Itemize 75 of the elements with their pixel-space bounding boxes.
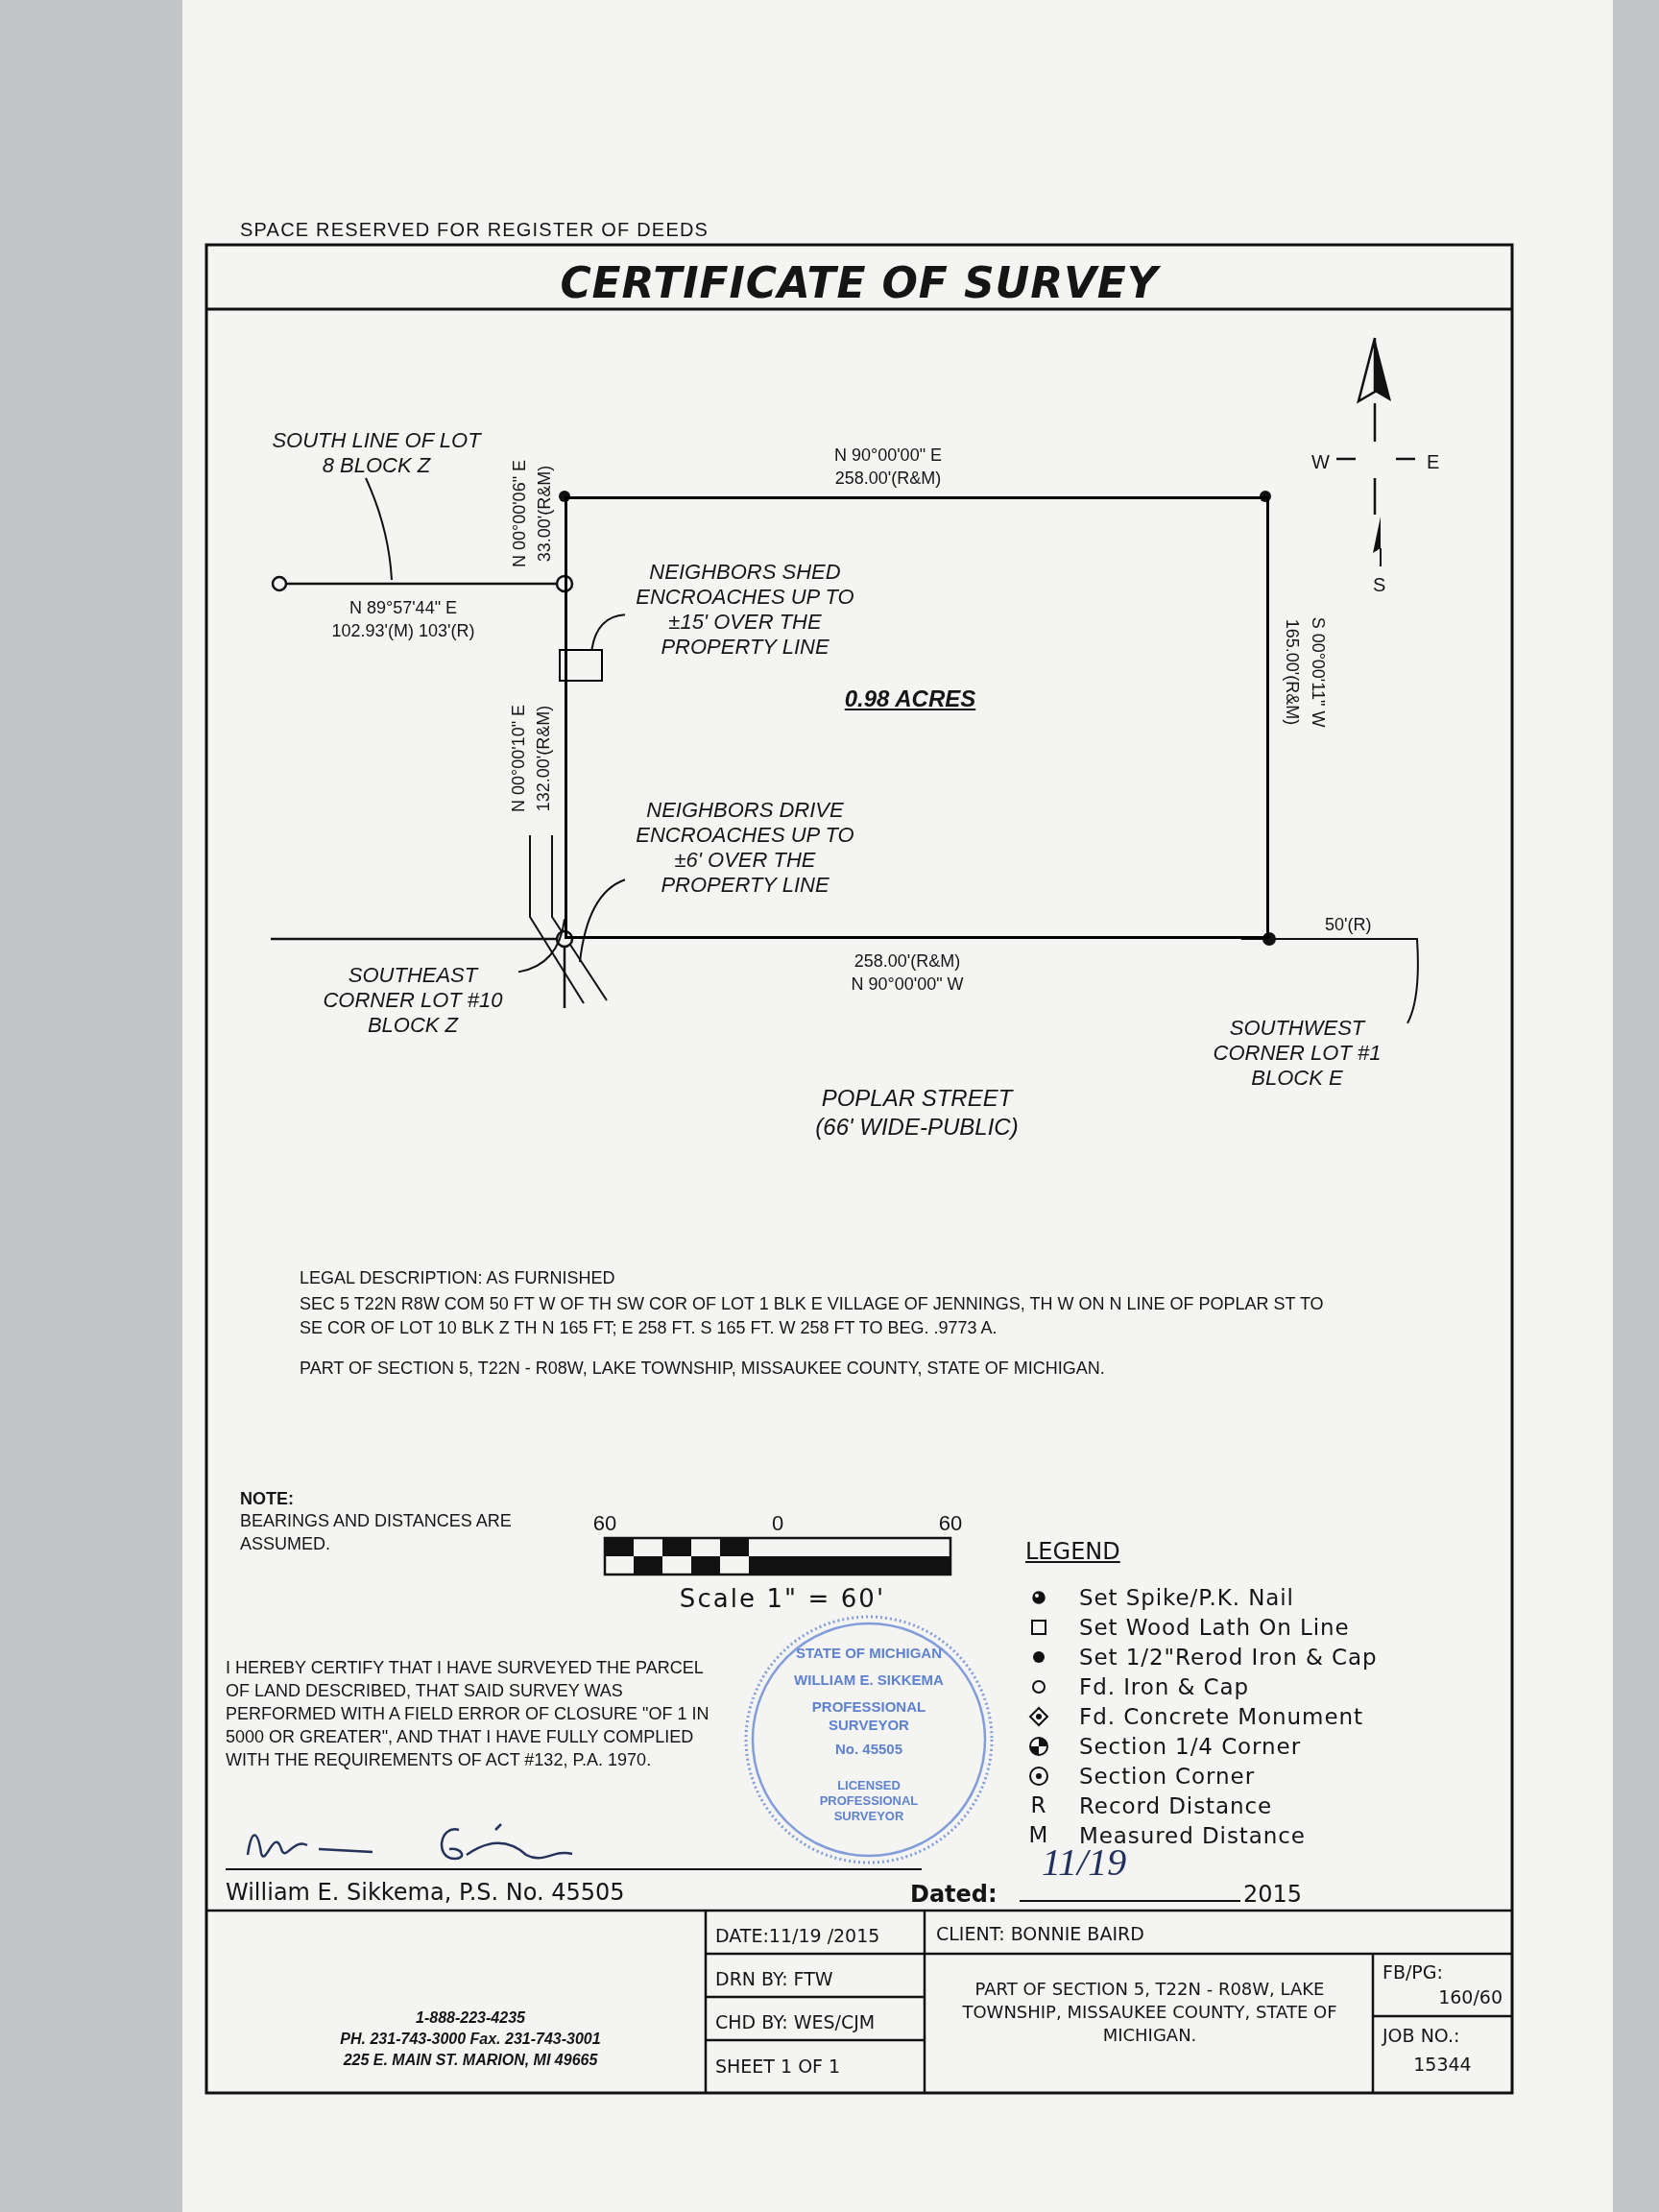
field-value: 160/60 (1437, 1985, 1503, 2009)
street-width: (66' WIDE-PUBLIC) (814, 1113, 1020, 1142)
legend-text: Section Corner (1079, 1762, 1255, 1791)
compass-letter: E (1427, 450, 1440, 474)
shed-outline (559, 649, 603, 682)
distance-label: 258.00'(R&M) (833, 468, 943, 490)
phone-number: PH. 231-743-3000 Fax. 231-743-3001 (339, 2030, 602, 2049)
scale-text: Scale 1" = 60' (678, 1583, 887, 1615)
distance-label: 33.00'(R&M) (533, 464, 555, 565)
legend-text: Fd. Iron & Cap (1079, 1672, 1250, 1701)
scale-number: 60 (937, 1510, 964, 1537)
bearing-label: S 00°00'11" W (1308, 615, 1329, 730)
scale-number: 0 (770, 1510, 785, 1537)
distance-label: 50'(R) (1325, 914, 1372, 936)
location-note: PART OF SECTION 5, T22N - R08W, LAKE TOWNSHIP, MISSAUKEE COUNTY, STATE OF MICHIGAN. (300, 1358, 1106, 1380)
bearing-label: N 90°00'00" W (850, 974, 965, 996)
leader-line (579, 878, 626, 963)
leader-line (517, 918, 565, 974)
drawn-by-field: DRN BY: FTW (715, 1965, 833, 1993)
callout-text: SOUTHEAST CORNER LOT #10 BLOCK Z (307, 963, 518, 1038)
bearing-label: N 00°00'06" E (508, 458, 529, 570)
legend-text: Record Distance (1079, 1791, 1273, 1820)
callout-text: SOUTHWEST CORNER LOT #1 BLOCK E (1187, 1016, 1407, 1091)
client-field: CLIENT: BONNIE BAIRD (936, 1920, 1144, 1948)
address-text: 225 E. MAIN ST. MARION, MI 49665 (342, 2051, 599, 2070)
field-value: 15344 (1412, 2053, 1473, 2077)
legend-symbol: R (1029, 1791, 1048, 1819)
distance-label: 258.00'(R&M) (853, 950, 962, 973)
bearing-label: N 89°57'44" E (348, 597, 459, 619)
legend-text: Set Wood Lath On Line (1079, 1613, 1350, 1642)
date-field: DATE:11/19 /2015 (715, 1922, 880, 1950)
seal-text: STATE OF MICHIGAN (795, 1644, 943, 1662)
legend-text: Section 1/4 Corner (1079, 1732, 1302, 1761)
diagram-title: CERTIFICATE OF SURVEY (559, 257, 1162, 309)
field-label: FB/PG: (1382, 1960, 1443, 1984)
area-label: 0.98 ACRES (843, 685, 977, 713)
seal-text: PROFESSIONAL SURVEYOR (810, 1697, 927, 1734)
certification-text: I HEREBY CERTIFY THAT I HAVE SURVEYED THE PARCEL OF LAND DESCRIBED, THAT SAID SURVEY WAS PERFORMED WITH A FIELD ERROR OF CLOSURE "OF 1 IN 5000 OR GREATER", AND THAT I HAVE FULLY COMPLIED WITH THE REQUIREMENTS OF ACT #132, P.A. 1970. (226, 1657, 710, 1771)
leader-line (590, 613, 626, 650)
seal-text: No. 45505 (833, 1740, 903, 1758)
note-text: BEARINGS AND DISTANCES ARE ASSUMED. (240, 1510, 513, 1555)
distance-label: 132.00'(R&M) (533, 704, 554, 814)
callout-text: NEIGHBORS DRIVE ENCROACHES UP TO ±6' OVER THE PROPERTY LINE (625, 798, 865, 898)
callout-text: SOUTH LINE OF LOT 8 BLOCK Z (271, 428, 482, 478)
phone-number: 1-888-223-4235 (415, 2008, 526, 2028)
legal-description: SEC 5 T22N R8W COM 50 FT W OF TH SW COR OF LOT 1 BLK E VILLAGE OF JENNINGS, TH W ON N LINE OF POPLAR ST TO SE COR OF LOT 10 BLK Z TH N 165 FT; E 258 FT. S 165 FT. W 258 FT TO BEG. .9773 A. (300, 1293, 1325, 1339)
header-note: SPACE RESERVED FOR REGISTER OF DEEDS (240, 218, 709, 242)
distance-label: 165.00'(R&M) (1282, 617, 1303, 728)
parcel-boundary (565, 496, 1269, 939)
bearing-label: N 00°00'10" E (508, 703, 529, 815)
scale-number: 60 (591, 1510, 618, 1537)
callout-text: NEIGHBORS SHED ENCROACHES UP TO ±15' OVER THE PROPERTY LINE (625, 560, 865, 660)
surveyor-name: William E. Sikkema, P.S. No. 45505 (226, 1878, 625, 1908)
checked-by-field: CHD BY: WES/CJM (715, 2008, 876, 2036)
distance-label: 102.93'(M) 103'(R) (330, 620, 476, 642)
compass-letter: S (1373, 573, 1386, 597)
note-heading: NOTE: (240, 1488, 294, 1510)
seal-text: WILLIAM E. SIKKEMA (793, 1671, 945, 1689)
compass-letter: W (1311, 450, 1330, 474)
section-heading: LEGAL DESCRIPTION: AS FURNISHED (300, 1267, 615, 1289)
date-caption: Dated: (910, 1880, 998, 1910)
legend-text: Set 1/2"Rerod Iron & Cap (1079, 1643, 1378, 1671)
date-year: 2015 (1243, 1880, 1303, 1910)
leader-line (365, 477, 393, 581)
sheet-field: SHEET 1 OF 1 (715, 2053, 841, 2080)
legend-title: LEGEND (1025, 1537, 1120, 1567)
bearing-label: N 90°00'00" E (832, 445, 944, 467)
legend-text: Fd. Concrete Monument (1079, 1702, 1363, 1731)
street-name: POPLAR STREET (820, 1084, 1015, 1113)
location-note: PART OF SECTION 5, T22N - R08W, LAKE TOWNSHIP, MISSAUKEE COUNTY, STATE OF MICHIGAN. (961, 1978, 1338, 2047)
legend-text: Set Spike/P.K. Nail (1079, 1583, 1294, 1612)
leader-line (1239, 938, 1419, 1024)
field-label: JOB NO.: (1382, 2024, 1460, 2048)
seal-text: LICENSED PROFESSIONAL SURVEYOR (818, 1778, 920, 1824)
legend-symbol: M (1027, 1821, 1050, 1849)
